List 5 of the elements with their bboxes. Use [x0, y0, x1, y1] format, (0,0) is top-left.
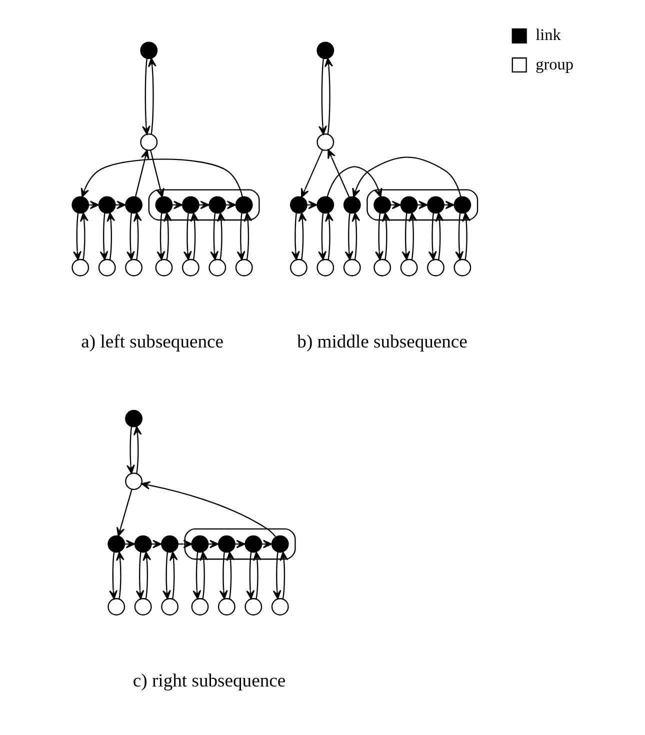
legend-label: group — [536, 55, 574, 74]
label: c) right subsequence — [132, 670, 286, 692]
label: b) middle subsequence — [297, 332, 468, 353]
legend-label: link — [536, 26, 561, 44]
label: a) left subsequence — [81, 332, 224, 353]
